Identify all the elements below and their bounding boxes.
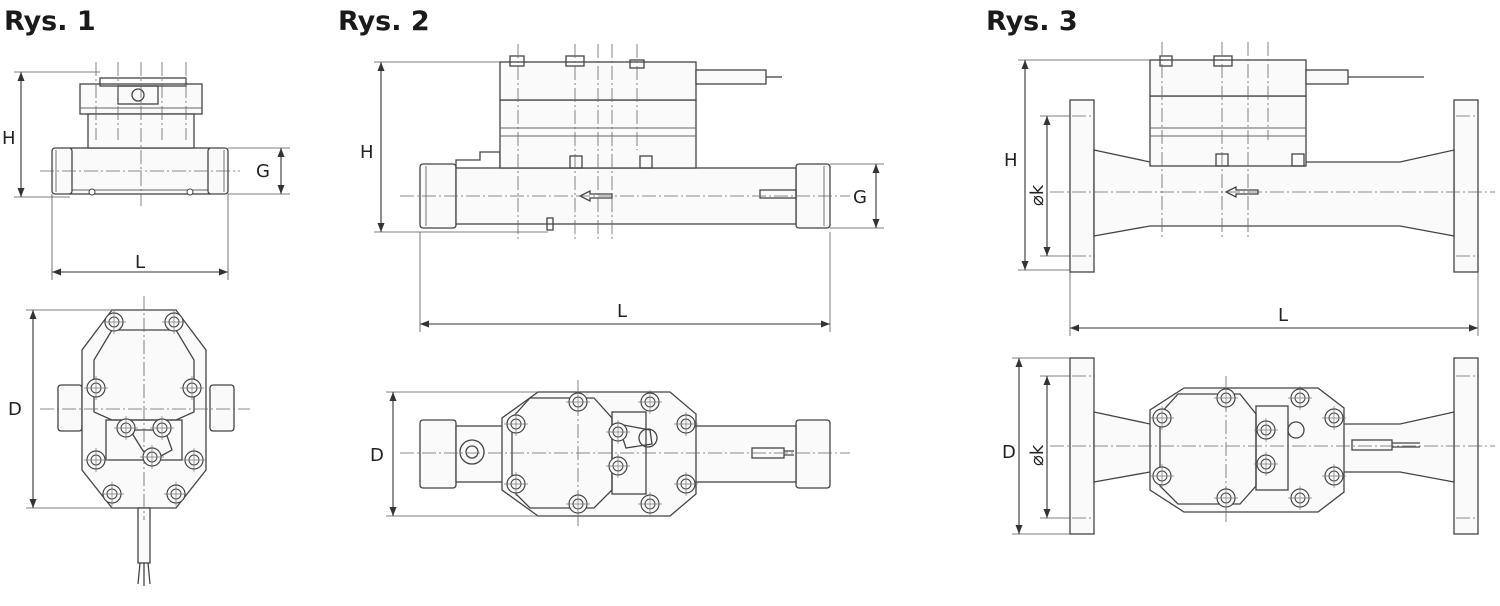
fig2-label-l: L [617,301,627,322]
figure-3-title: Rys. 3 [986,6,1078,37]
fig3-label-l: L [1278,305,1288,326]
figure-1-top-view [40,296,250,586]
figure-3-front-view [1050,42,1495,273]
figure-3-dimensions [1018,59,1479,336]
figure-2-front-view [400,44,850,240]
fig1-label-g: G [256,161,270,182]
figure-2-top-dimension [386,391,538,517]
figure-3-top-view [1050,357,1495,535]
fig2-label-d: D [370,445,384,466]
figure-2-title: Rys. 2 [338,6,430,37]
fig3-label-k-top: ⌀k [1027,444,1048,466]
fig2-label-h: H [360,142,374,163]
figure-3-top-dimensions [1012,357,1070,535]
figure-1-top-dimension [26,309,112,509]
figure-2-top-view [400,380,850,528]
fig3-label-h: H [1004,150,1018,171]
fig1-label-l: L [135,252,145,273]
fig3-label-k-front: ⌀k [1027,184,1048,206]
figure-1-title: Rys. 1 [4,6,96,37]
fig2-label-g: G [853,187,867,208]
figure-2-dimensions [374,61,884,332]
fig3-label-d: D [1002,442,1016,463]
figure-1-front-view [40,62,240,206]
fig1-label-d: D [8,399,22,420]
fig1-label-h: H [2,128,16,149]
figure-1-dimensions [14,71,290,280]
